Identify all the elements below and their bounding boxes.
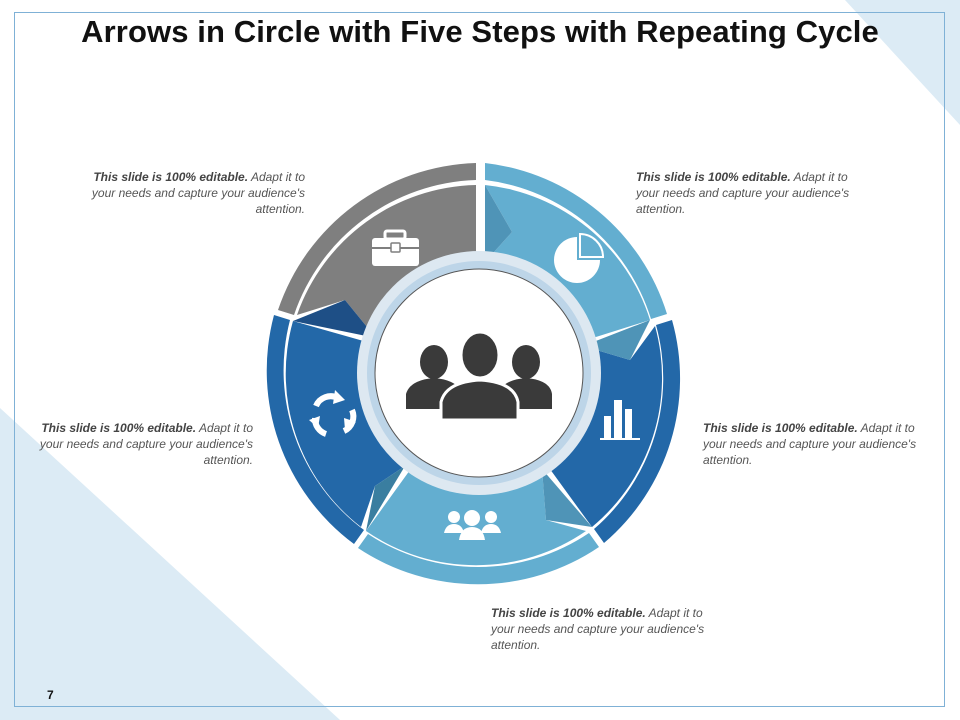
caption-left-bold: This slide is 100% editable.: [41, 421, 197, 435]
caption-top-left-text: Adapt it to your needs and capture your …: [91, 170, 305, 216]
outer-ring-left: [266, 315, 364, 544]
caption-left: This slide is 100% editable. Adapt it to…: [28, 420, 253, 468]
caption-top-left: This slide is 100% editable. Adapt it to…: [80, 169, 305, 217]
arrow-tip-top-left: [293, 300, 376, 338]
outer-ring-top-left: [278, 163, 476, 315]
caption-top-right-bold: This slide is 100% editable.: [636, 170, 791, 184]
slide-title: Arrows in Circle with Five Steps with Re…: [81, 14, 879, 49]
caption-right-text: Adapt it to your needs and capture your …: [703, 421, 917, 467]
caption-bottom-bold: This slide is 100% editable.: [491, 606, 646, 620]
slide-frame: [14, 12, 945, 707]
outer-ring-right: [594, 320, 681, 543]
caption-top-right-text: Adapt it to your needs and capture your …: [636, 170, 850, 216]
outer-ring-bottom: [358, 533, 599, 585]
caption-left-text: Adapt it to your needs and capture your …: [39, 421, 253, 467]
caption-right-bold: This slide is 100% editable.: [703, 421, 858, 435]
people-group-icon: [406, 330, 552, 422]
page-number: 7: [47, 688, 54, 702]
pie-chart-icon: [554, 232, 605, 283]
team-icon: [444, 510, 501, 540]
arrow-tip-bottom: [542, 469, 592, 527]
arrow-tip-left: [366, 466, 405, 531]
caption-bottom: This slide is 100% editable. Adapt it to…: [491, 605, 716, 653]
bar-chart-icon: [600, 400, 640, 440]
caption-top-right: This slide is 100% editable. Adapt it to…: [636, 169, 861, 217]
arrow-tip-top-right: [485, 185, 512, 262]
caption-right: This slide is 100% editable. Adapt it to…: [703, 420, 928, 468]
caption-bottom-text: Adapt it to your needs and capture your …: [491, 606, 705, 652]
briefcase-icon: [372, 229, 419, 266]
arrow-tip-right: [583, 320, 650, 360]
caption-top-left-bold: This slide is 100% editable.: [93, 170, 249, 184]
outer-ring-top-right: [485, 163, 667, 319]
